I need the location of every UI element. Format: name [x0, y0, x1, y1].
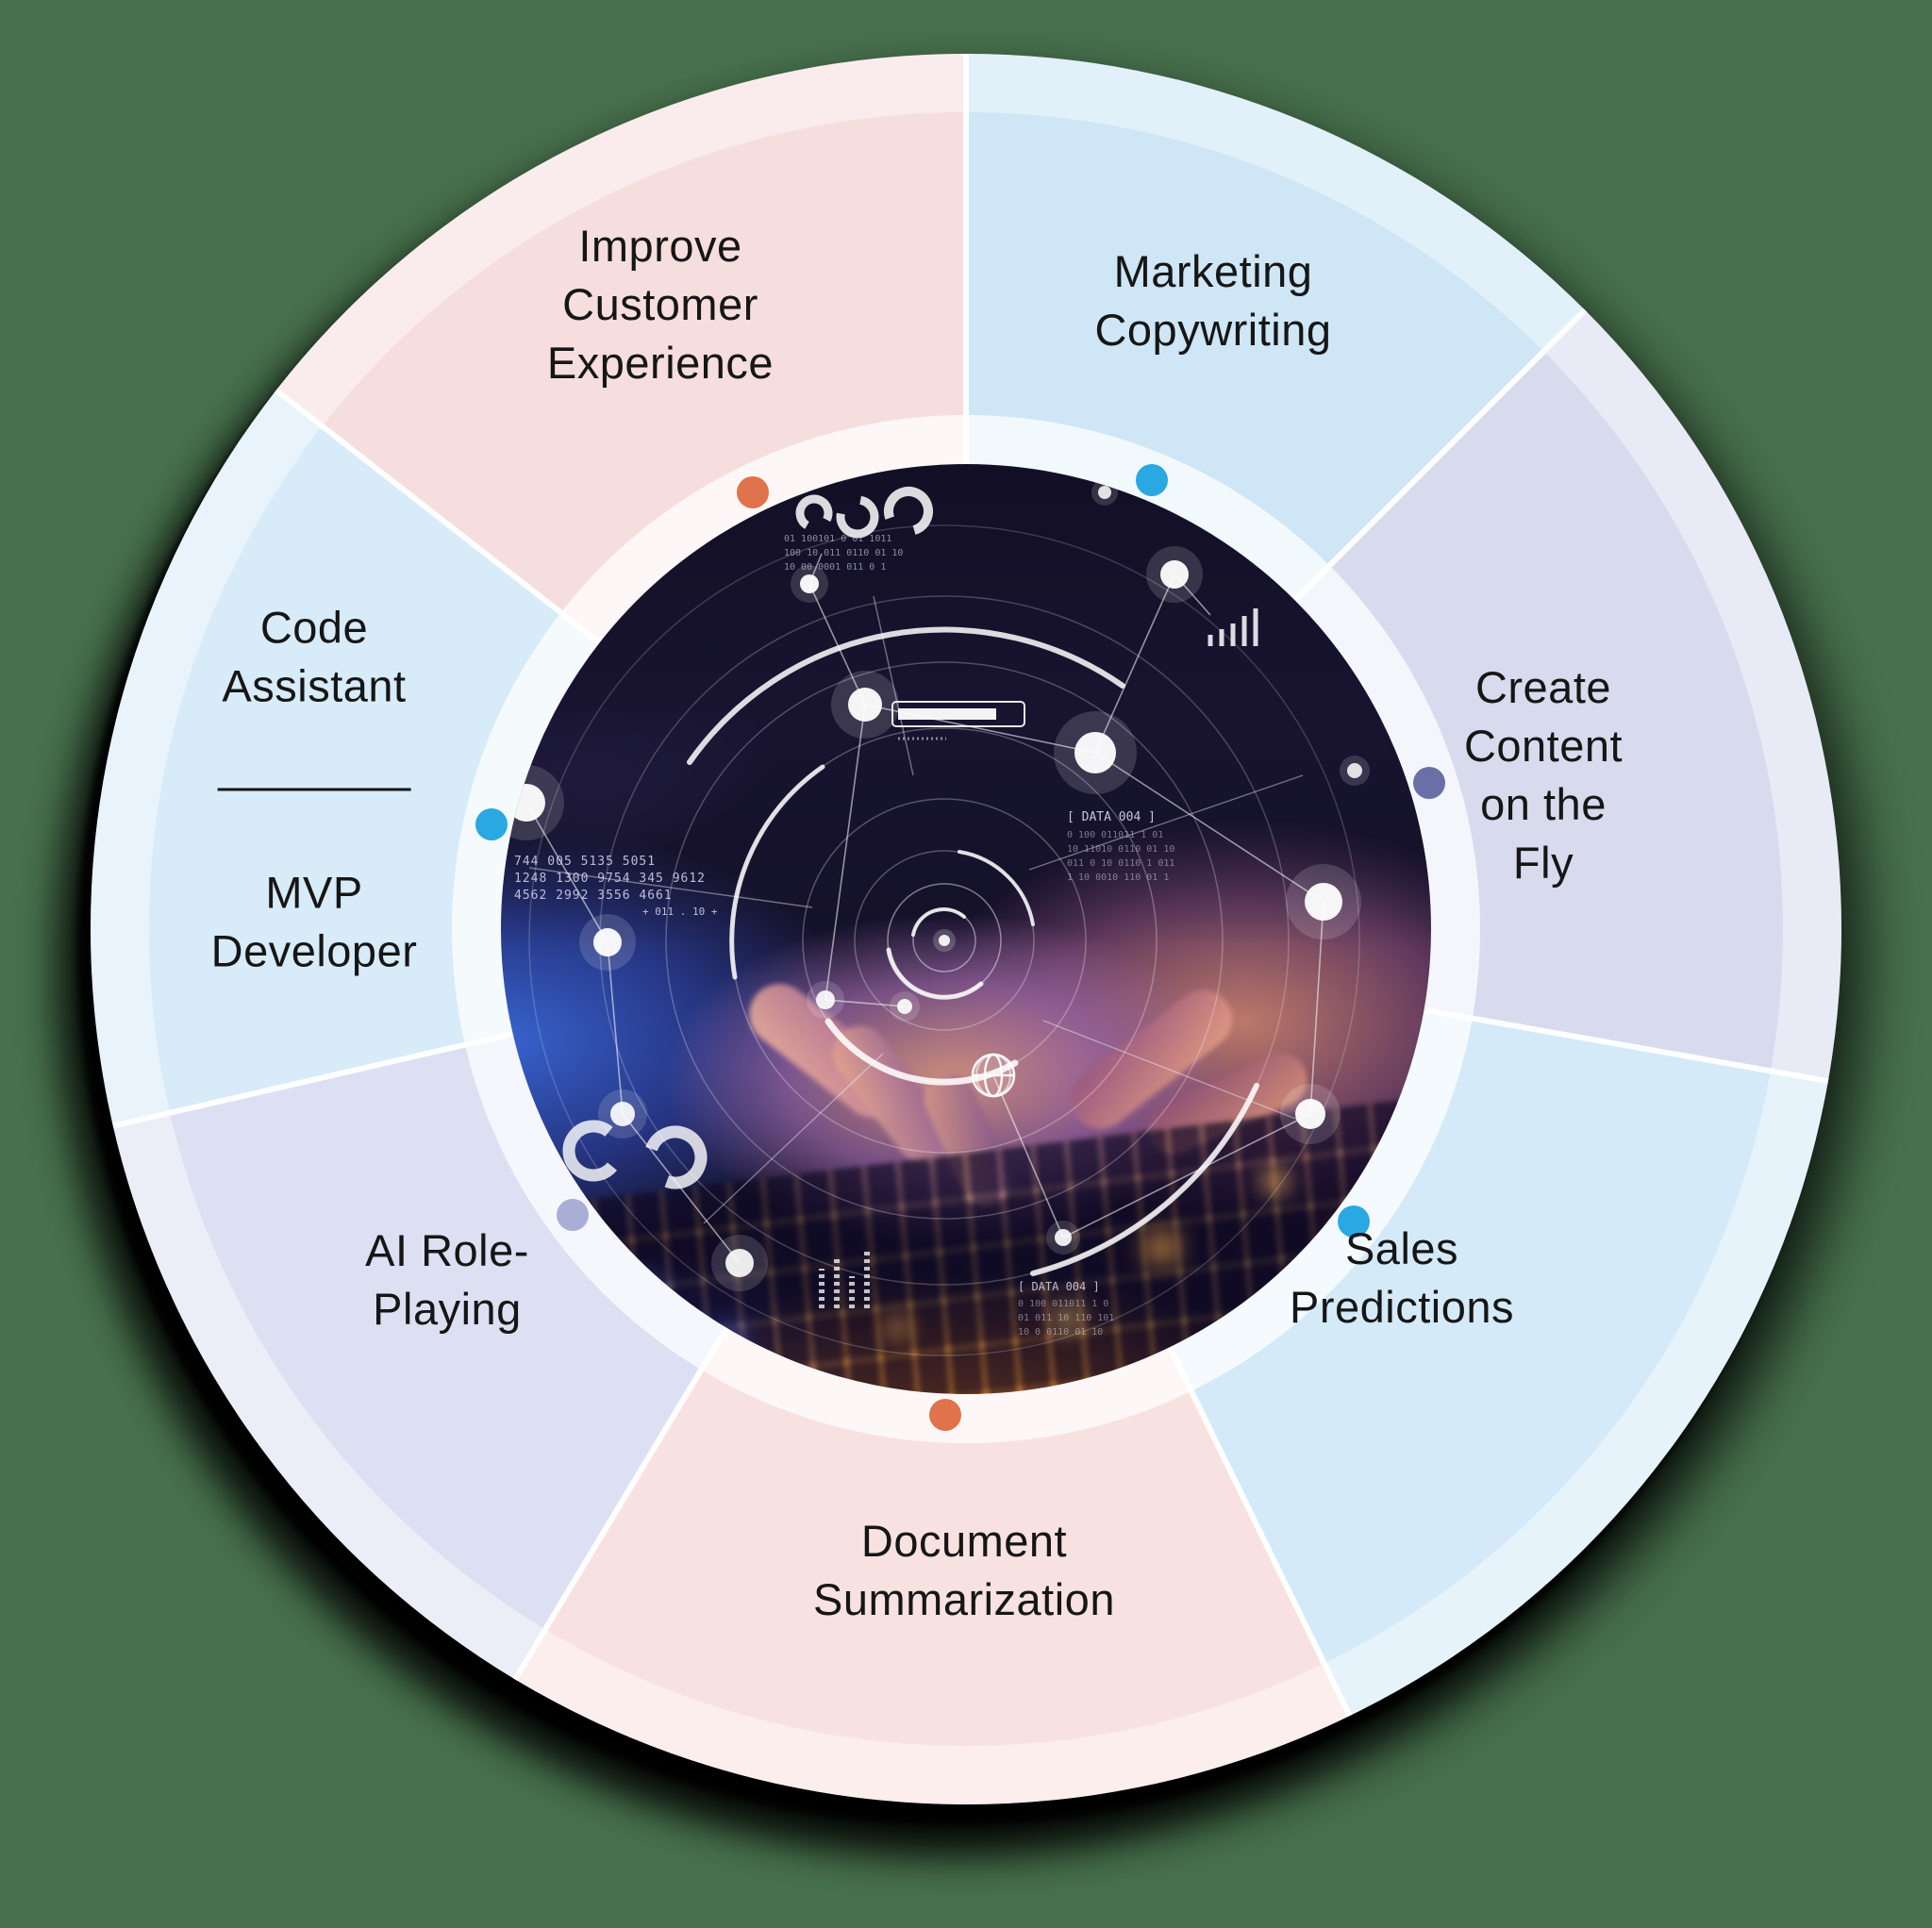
data-block-title: [ DATA 004 ] [1067, 810, 1156, 824]
progress-bar [891, 701, 1025, 740]
dotted-bars-icon [819, 1250, 870, 1308]
segment-label-code-assistant-mvp: Code Assistant MVP Developer [211, 540, 418, 1039]
data-block-row: 1 10 0010 110 01 1 [1067, 873, 1169, 883]
data-block-row: 0 100 011011 1 0 [1018, 1299, 1108, 1309]
marketing-copywriting-dot [1136, 464, 1169, 497]
sales-predictions-dot [1338, 1205, 1371, 1238]
hud-data-block-bottom: [ DATA 004 ] 0 100 011011 1 0 01 011 10 … [1018, 1280, 1114, 1338]
segment-label-ai-role-playing: AI Role- Playing [365, 1225, 529, 1334]
center-photo-hands-typing: 744 005 5135 5051 1248 1300 9754 345 961… [501, 464, 1431, 1394]
ai-use-case-wheel: 744 005 5135 5051 1248 1300 9754 345 961… [91, 54, 1841, 1804]
cyan-ticks: + 011 . 10 + [642, 906, 718, 918]
matrix-row: 01 100101 0 01 1011 [784, 534, 891, 544]
node-graph-dots [501, 479, 1370, 1291]
ai-role-playing-dot [557, 1198, 590, 1231]
hud-matrix-rows: 01 100101 0 01 1011 100 10 011 0110 01 1… [784, 534, 903, 573]
numbers-row: 1248 1300 9754 345 9612 [514, 872, 706, 886]
broken-ring-digits-icon [795, 487, 933, 539]
segment-label-mvp-developer: MVP Developer [210, 867, 418, 976]
matrix-row: 100 10 011 0110 01 10 [784, 548, 903, 558]
segment-label-create-content: Create Content on the Fly [1463, 662, 1624, 888]
document-summarization-dot [928, 1398, 961, 1431]
data-block-row: 10 0 0110 01 10 [1018, 1327, 1103, 1338]
segment-label-marketing-copywriting: Marketing Copywriting [1094, 246, 1332, 355]
create-content-on-the-fly-dot [1413, 767, 1446, 800]
segment-label-code-assistant: Code Assistant [222, 602, 407, 711]
data-block-title: [ DATA 004 ] [1018, 1280, 1100, 1293]
code-assistant-mvp-developer-dot [475, 807, 508, 840]
bar-chart-icon [1208, 608, 1258, 646]
segment-divider [963, 54, 969, 474]
scribble-icon [1313, 605, 1348, 639]
segment-label-document-summarization: Document Summarization [813, 1516, 1115, 1624]
radar-arcs [687, 626, 1259, 1276]
broken-ring-icons [562, 1120, 708, 1189]
globe-icon [971, 1053, 1016, 1098]
label-divider-line [217, 788, 411, 791]
data-block-row: 01 011 10 110 101 [1018, 1313, 1114, 1323]
data-block-row: 011 0 10 0110 1 011 [1067, 858, 1174, 869]
hud-number-readout: 744 005 5135 5051 1248 1300 9754 345 961… [514, 855, 706, 903]
numbers-row: 4562 2992 3556 4661 [514, 889, 673, 903]
numbers-row: 744 005 5135 5051 [514, 855, 656, 869]
radar-spokes [528, 595, 1304, 1224]
matrix-row: 10 00 0001 011 0 1 [784, 562, 886, 573]
hud-data-block-right: [ DATA 004 ] 0 100 011011 1 01 10 11010 … [1067, 810, 1174, 883]
improve-customer-experience-dot [737, 476, 770, 509]
hud-overlay: 744 005 5135 5051 1248 1300 9754 345 961… [501, 479, 1370, 1356]
data-block-row: 0 100 011011 1 01 [1067, 830, 1163, 840]
data-block-row: 10 11010 0110 01 10 [1067, 844, 1174, 855]
segment-label-improve-customer-experience: Improve Customer Experience [546, 221, 774, 388]
segment-label-sales-predictions: Sales Predictions [1290, 1223, 1514, 1332]
